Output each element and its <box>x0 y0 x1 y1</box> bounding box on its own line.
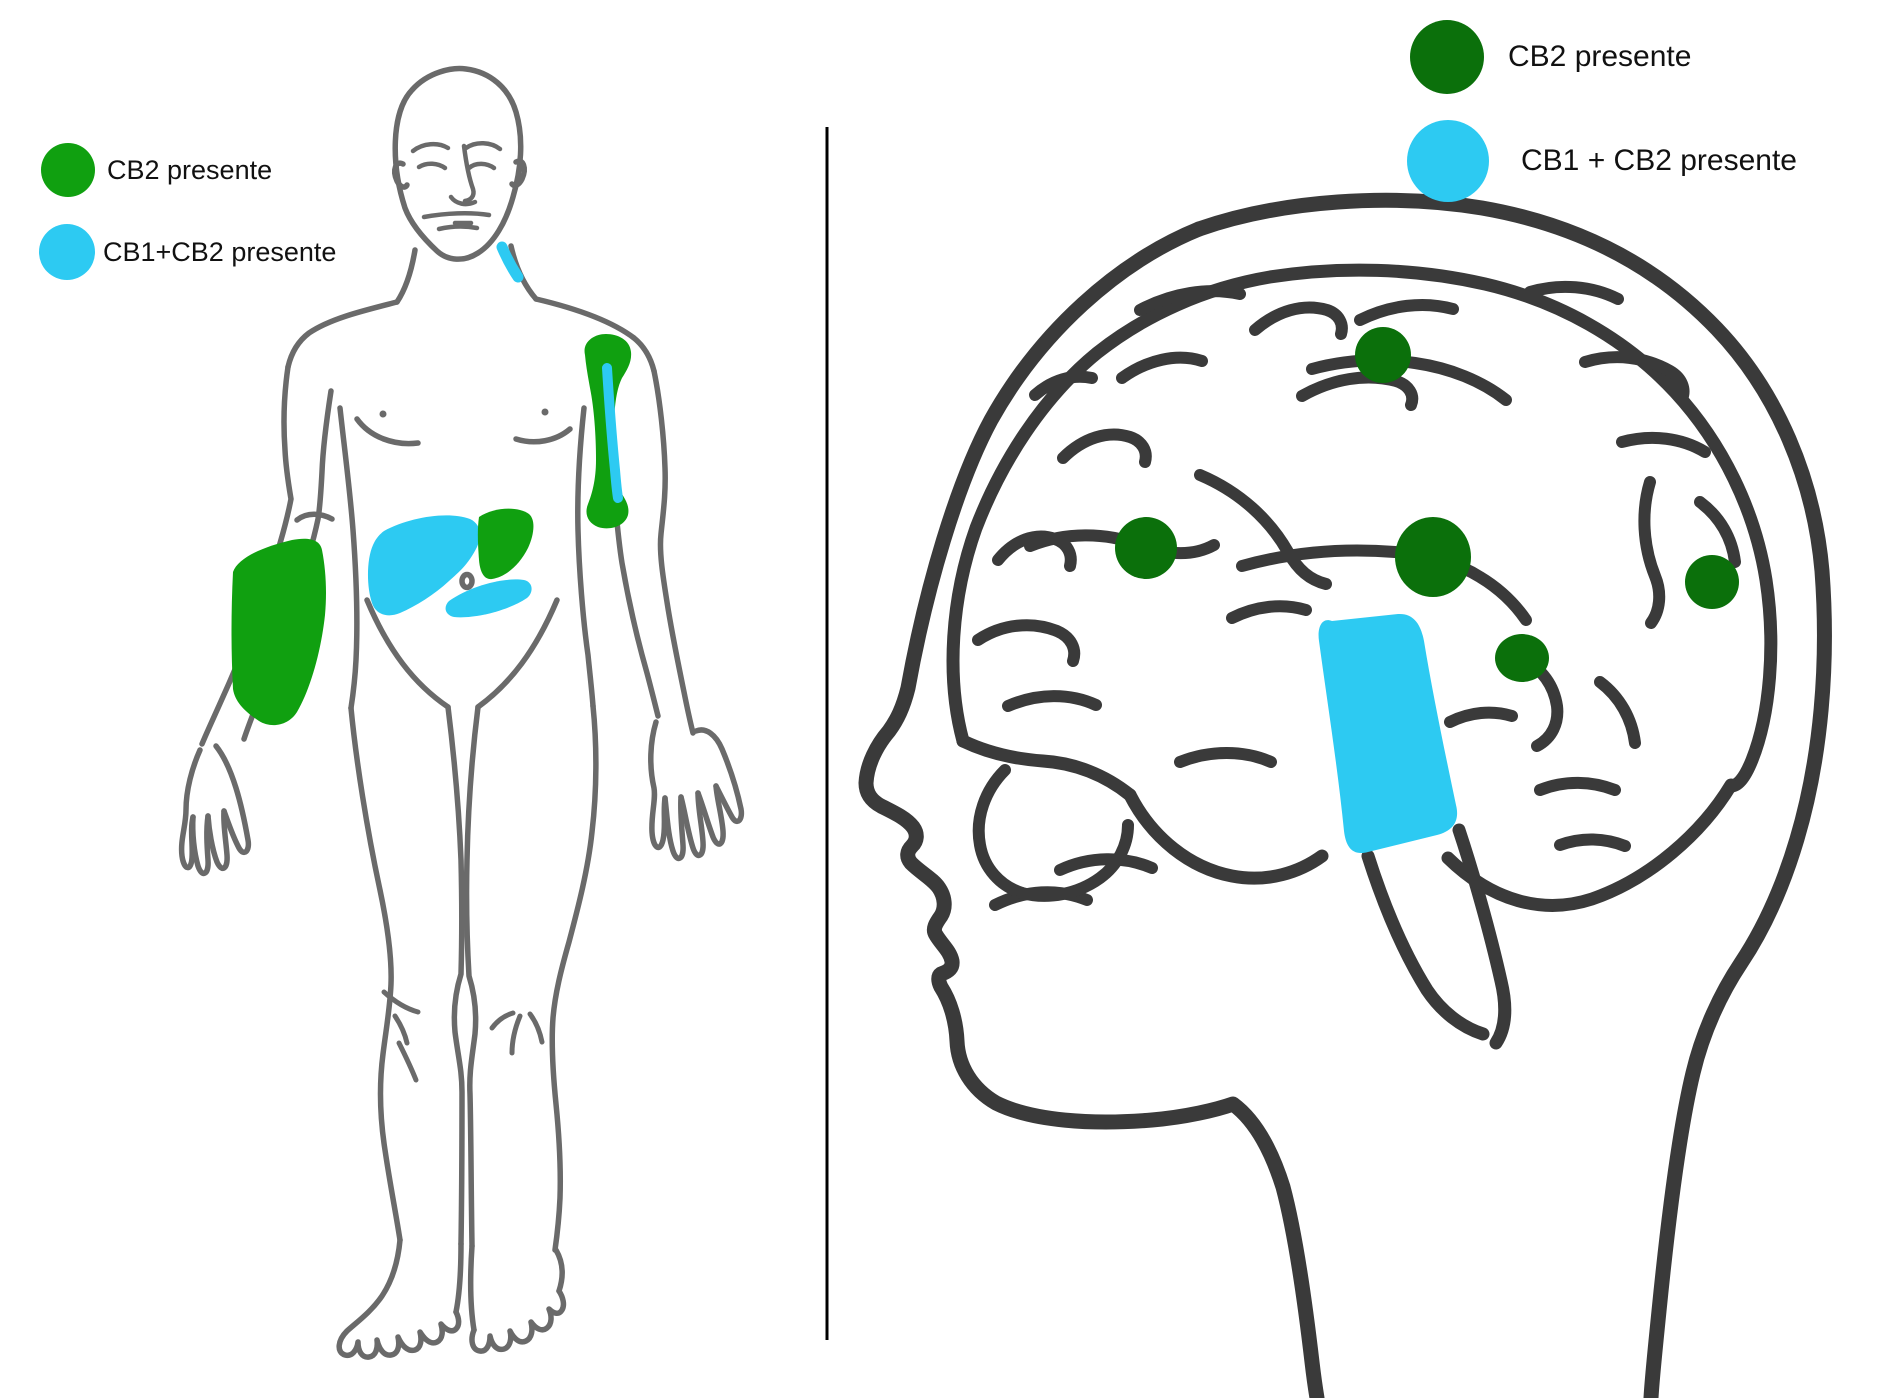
body-hand-right <box>648 719 745 862</box>
stomach-highlight-green <box>477 508 534 580</box>
cb2-dot-frontal <box>1115 517 1177 579</box>
body-knee-creases <box>381 989 545 1083</box>
legend-swatches <box>39 20 1489 280</box>
legend-brain-cb2-label: CB2 presente <box>1508 40 1692 73</box>
liver-highlight-cyan <box>367 515 480 616</box>
forearm-highlight-green <box>231 538 326 726</box>
head-skull-outline <box>1191 192 1832 1398</box>
body-neck-left <box>394 247 418 305</box>
body-shoulder-right <box>533 296 657 374</box>
brain-cb2-dots <box>1115 327 1739 682</box>
body-navel <box>459 571 475 591</box>
brain-folds <box>972 280 1741 911</box>
body-arm-right-outer <box>651 368 696 736</box>
legend-body-cb1cb2-label: CB1+CB2 presente <box>103 237 337 267</box>
body-foot-left <box>336 1237 464 1360</box>
brainstem-tail-left <box>1361 849 1490 1041</box>
legend-body-cb2-label: CB2 presente <box>107 155 273 185</box>
body-face-features <box>410 141 503 232</box>
cb2-dot-temporal <box>1495 634 1549 682</box>
legend-brain-cb1cb2-swatch <box>1407 120 1489 202</box>
brainstem-tail-right <box>1452 823 1512 1050</box>
body-inguinal-right <box>475 597 560 710</box>
legend-brain-cb2-swatch <box>1410 20 1484 94</box>
legend-brain-cb1cb2-label: CB1 + CB2 presente <box>1521 144 1797 177</box>
legend-body-cb2-swatch <box>41 143 95 197</box>
body-pectoral-right <box>513 426 573 445</box>
brain-highlights <box>1115 327 1739 854</box>
body-foot-right <box>467 1243 567 1354</box>
brain-outline <box>946 263 1778 1050</box>
humerus-marrow-highlight-cyan <box>602 363 623 503</box>
body-torso-left <box>337 405 360 711</box>
body-shoulder-left <box>285 299 400 370</box>
brainstem-highlight-cyan <box>1318 613 1458 854</box>
body-torso-right <box>575 405 596 709</box>
cb2-dot-central <box>1395 517 1471 597</box>
body-ear-right <box>509 158 527 189</box>
pancreas-highlight-cyan <box>445 579 532 618</box>
neck-highlight-cyan <box>496 241 524 283</box>
cb2-dot-parietal <box>1355 327 1411 383</box>
body-leg-right-inner <box>463 704 481 1249</box>
body-leg-left-outer <box>348 705 403 1243</box>
body-highlights <box>231 241 632 726</box>
body-nipple-right <box>541 408 549 416</box>
body-hand-left <box>178 743 252 877</box>
head-face-profile <box>858 221 1325 1398</box>
body-head-outline <box>392 65 524 262</box>
body-ear-left <box>392 160 410 190</box>
body-leg-right-outer <box>549 703 599 1253</box>
legend-body-cb1cb2-swatch <box>39 224 95 280</box>
body-leg-left-inner <box>445 704 465 1247</box>
body-elbow-crease-left <box>294 511 335 523</box>
body-pectoral-left <box>354 416 421 447</box>
head-profile-figure <box>858 192 1832 1398</box>
body-nipple-left <box>379 410 387 418</box>
body-inguinal-left <box>364 597 451 710</box>
cb2-dot-occipital <box>1685 555 1739 609</box>
